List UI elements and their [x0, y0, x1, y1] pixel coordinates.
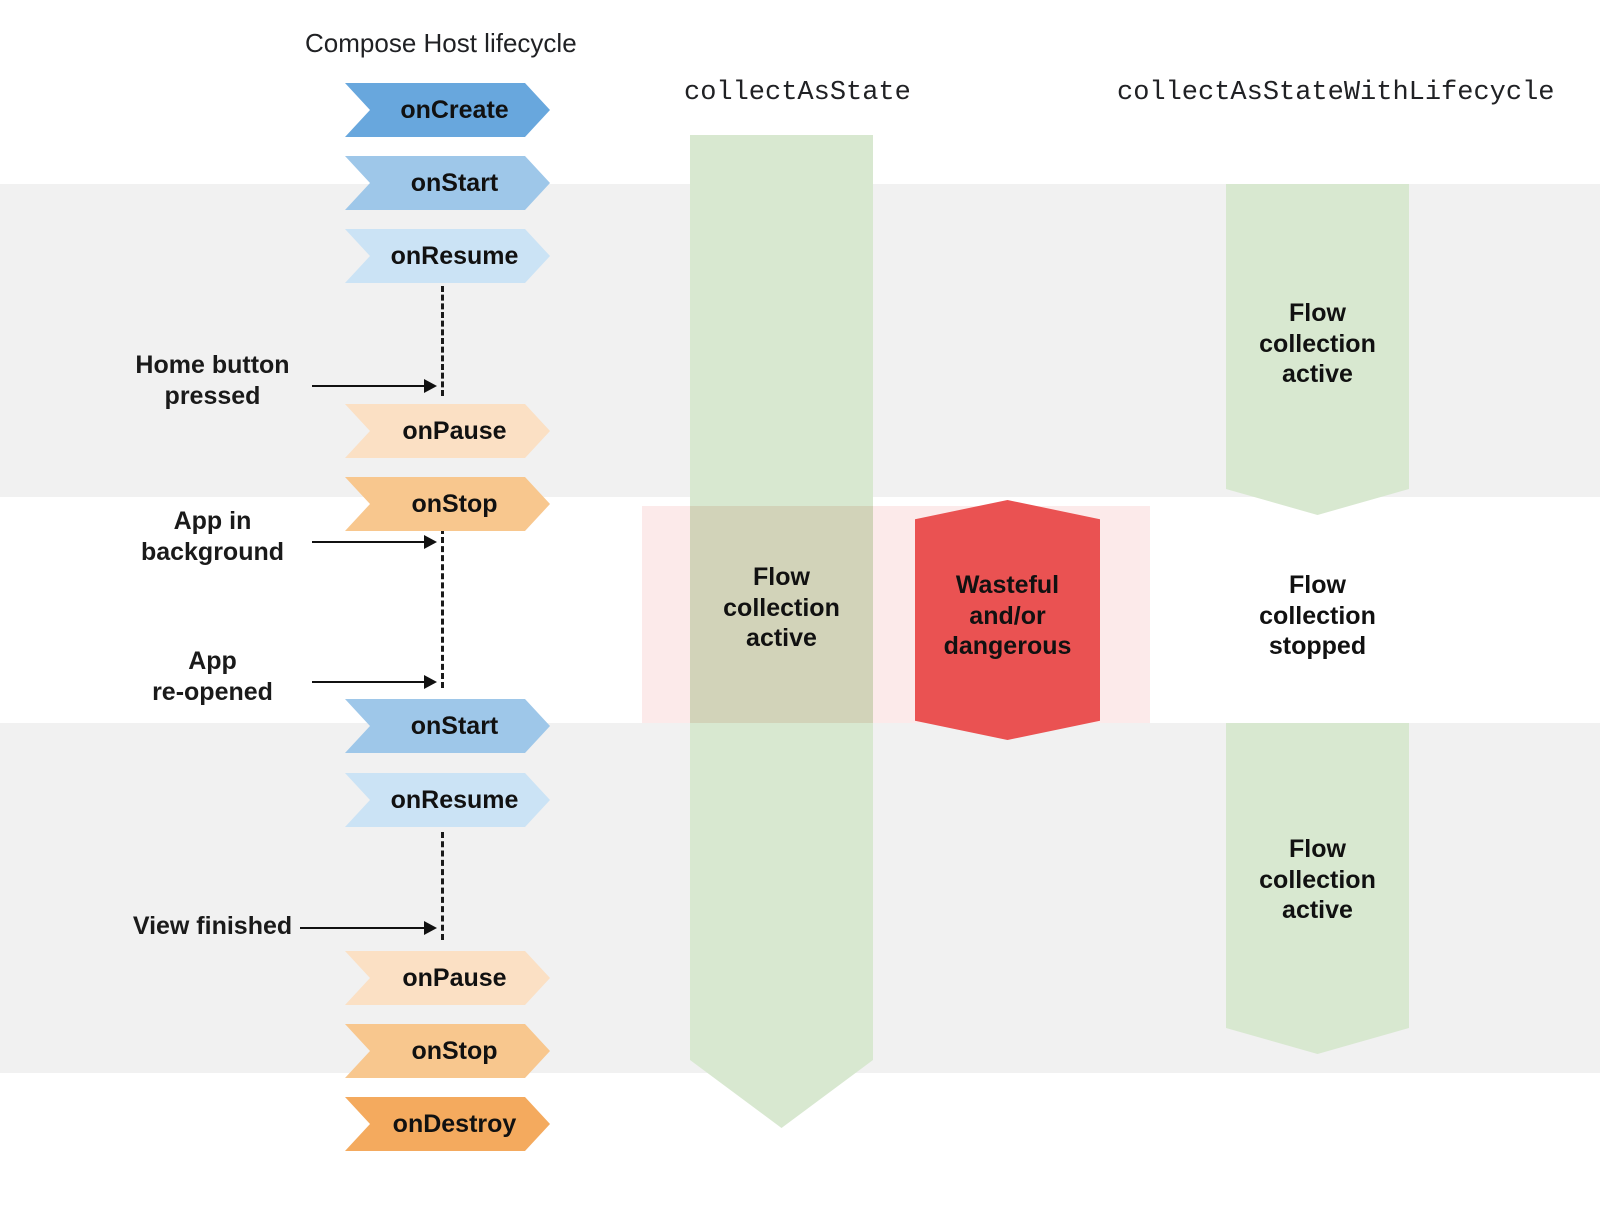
column-header-collect-as-state-with-lifecycle: collectAsStateWithLifecycle [1117, 78, 1555, 108]
lifecycle-event-label: onCreate [400, 95, 509, 124]
user-event-arrow-view-finished [300, 927, 428, 929]
lifecycle-event-label: onStart [410, 168, 499, 197]
dashed-connector-resume-to-pause-2 [441, 832, 444, 940]
user-event-arrow-home-button-pressed [312, 385, 428, 387]
user-event-label-home-button-pressed: Home button pressed [135, 351, 290, 410]
lifecycle-event-oncreate[interactable]: onCreate [345, 83, 550, 137]
lifecycle-event-label: onStop [411, 489, 498, 518]
lifecycle-event-label: onPause [402, 963, 507, 992]
user-event-label-app-in-background: App in background [140, 507, 285, 566]
warning-label: Wasteful and/or dangerous [943, 571, 1072, 660]
user-event-arrowhead-app-in-background [424, 535, 437, 549]
user-event-label-app-re-opened: App re-opened [152, 647, 273, 706]
user-event-arrowhead-view-finished [424, 921, 437, 935]
user-event-arrow-app-re-opened [312, 681, 428, 683]
collect-as-state-arrow-tip [690, 1060, 873, 1128]
warning-badge: Wasteful and/or dangerous [915, 500, 1100, 740]
column-header-collect-as-state: collectAsState [684, 78, 911, 108]
lifecycle-event-label: onResume [390, 241, 519, 270]
lifecycle-event-onpause-1[interactable]: onPause [345, 404, 550, 458]
warning-hexagon-shape [915, 500, 1100, 740]
with-lifecycle-status-active-top: Flow collection active [1259, 299, 1376, 388]
with-lifecycle-arrow-tip-top [1226, 489, 1409, 515]
lifecycle-event-label: onResume [390, 785, 519, 814]
user-event-arrowhead-app-re-opened [424, 675, 437, 689]
dashed-connector-stop-to-start [441, 528, 444, 688]
lifecycle-event-onstart-2[interactable]: onStart [345, 699, 550, 753]
lifecycle-event-label: onStart [410, 711, 499, 740]
lifecycle-event-ondestroy[interactable]: onDestroy [345, 1097, 550, 1151]
user-event-arrowhead-home-button-pressed [424, 379, 437, 393]
lifecycle-event-onstop-1[interactable]: onStop [345, 477, 550, 531]
with-lifecycle-status-stopped: Flow collection stopped [1259, 571, 1376, 660]
lifecycle-event-onstop-2[interactable]: onStop [345, 1024, 550, 1078]
page-title: Compose Host lifecycle [305, 28, 577, 58]
lifecycle-event-onresume-2[interactable]: onResume [345, 773, 550, 827]
collect-as-state-warning-overlap [690, 506, 873, 723]
user-event-arrow-app-in-background [312, 541, 428, 543]
lifecycle-event-onresume-1[interactable]: onResume [345, 229, 550, 283]
dashed-connector-resume-to-pause [441, 286, 444, 396]
user-event-label-view-finished: View finished [132, 912, 293, 940]
lifecycle-event-label: onStop [411, 1036, 498, 1065]
lifecycle-event-label: onPause [402, 416, 507, 445]
collect-as-state-status-label: Flow collection active [723, 563, 840, 652]
with-lifecycle-active-bar-bottom [1226, 723, 1409, 1028]
with-lifecycle-status-active-bottom: Flow collection active [1259, 835, 1376, 924]
lifecycle-event-label: onDestroy [392, 1109, 517, 1138]
lifecycle-event-onstart-1[interactable]: onStart [345, 156, 550, 210]
lifecycle-event-onpause-2[interactable]: onPause [345, 951, 550, 1005]
with-lifecycle-active-bar-top [1226, 184, 1409, 489]
